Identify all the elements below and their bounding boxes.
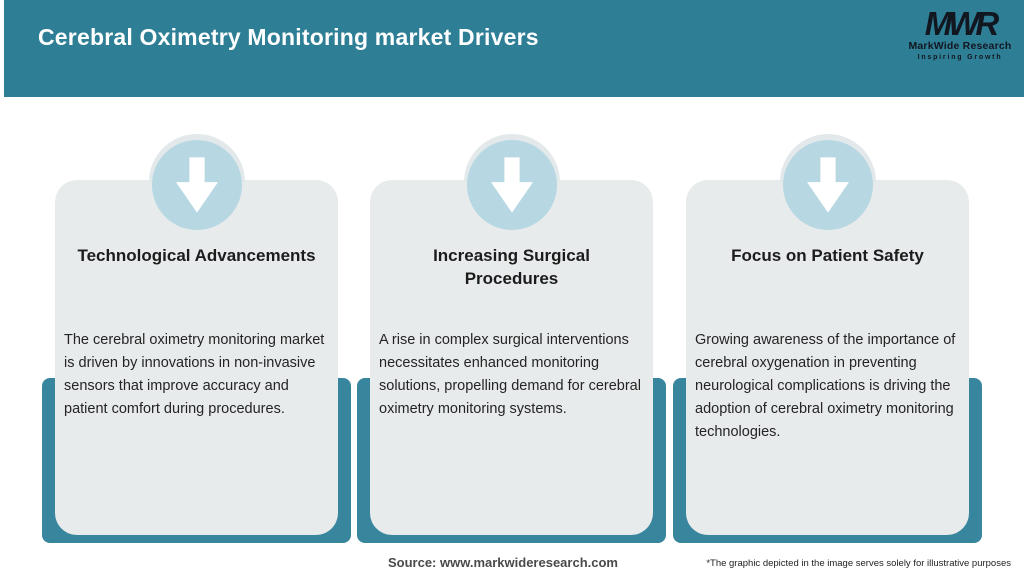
card-panel	[370, 180, 653, 535]
markwide-logo: MWR MarkWide Research Inspiring Growth	[908, 7, 1012, 61]
arrow-down-icon	[806, 157, 849, 213]
card-title: Focus on Patient Safety	[686, 244, 969, 267]
driver-card-increasing-surgical-procedures: Increasing Surgical Procedures A rise in…	[357, 134, 666, 543]
card-panel	[55, 180, 338, 535]
card-title-text: Increasing Surgical Procedures	[433, 246, 590, 288]
card-title-text: Technological Advancements	[77, 246, 316, 265]
arrow-down-icon	[490, 157, 533, 213]
driver-card-focus-on-patient-safety: Focus on Patient Safety Growing awarenes…	[673, 134, 982, 543]
logo-name: MarkWide Research	[908, 40, 1012, 52]
card-body: The cerebral oximetry monitoring market …	[64, 332, 325, 417]
card-body: Growing awareness of the importance of c…	[695, 332, 956, 440]
arrow-circle	[782, 140, 873, 230]
logo-tagline: Inspiring Growth	[917, 53, 1003, 61]
card-title: Increasing Surgical Procedures	[370, 244, 653, 290]
card-panel	[686, 180, 969, 535]
arrow-circle	[151, 140, 242, 230]
disclaimer-note: *The graphic depicted in the image serve…	[706, 558, 1011, 569]
card-body: A rise in complex surgical interventions…	[379, 332, 641, 417]
card-title: Technological Advancements	[55, 244, 338, 267]
header-bar: Cerebral Oximetry Monitoring market Driv…	[4, 0, 1024, 97]
page-title: Cerebral Oximetry Monitoring market Driv…	[38, 24, 539, 50]
card-title-text: Focus on Patient Safety	[731, 246, 924, 265]
source-line: Source: www.markwideresearch.com	[387, 555, 618, 570]
logo-mark-icon: MWR	[924, 5, 999, 42]
arrow-circle	[466, 140, 557, 230]
driver-card-technological-advancements: Technological Advancements The cerebral …	[42, 134, 351, 543]
arrow-down-icon	[175, 157, 218, 213]
